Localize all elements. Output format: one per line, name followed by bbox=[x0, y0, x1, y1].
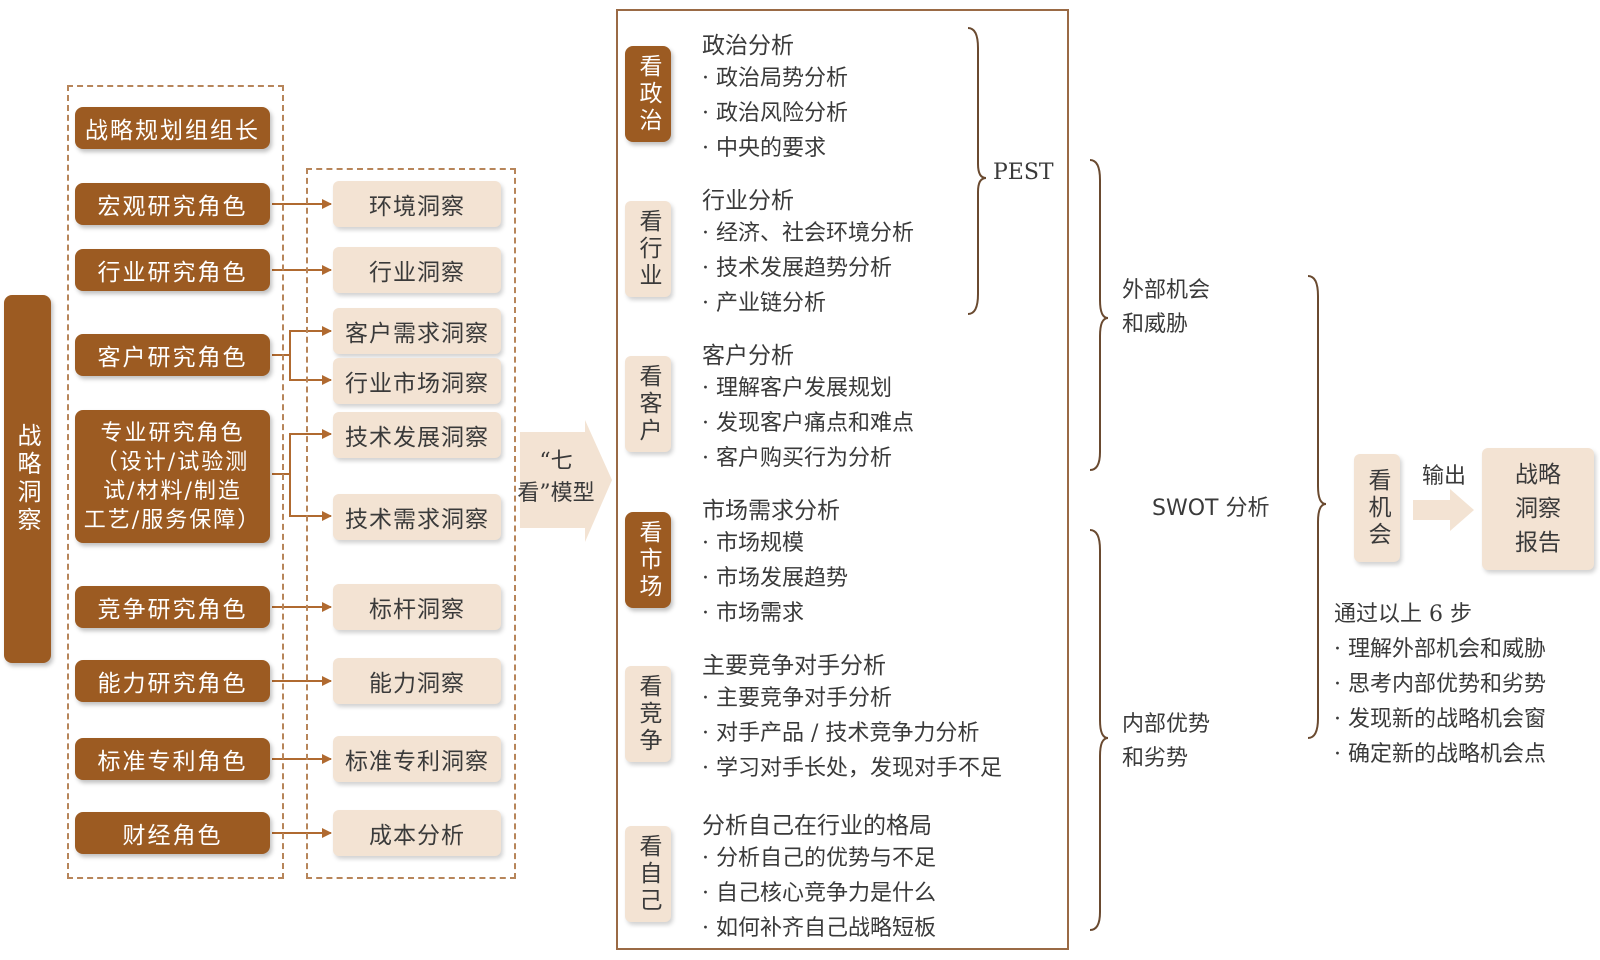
section-customer-item-1: 理解客户发展规划 bbox=[702, 370, 892, 402]
output-arrow-shape bbox=[1413, 489, 1474, 531]
section-self-item-3: 如何补齐自己战略短板 bbox=[702, 910, 936, 942]
report-line-1: 战略 bbox=[1515, 462, 1561, 488]
insight-environment: 环境洞察 bbox=[333, 181, 501, 227]
summary-item-1: · 理解外部机会和威胁 bbox=[1334, 631, 1546, 663]
external-brace bbox=[1089, 159, 1109, 471]
section-competition-item-3: 学习对手长处，发现对手不足 bbox=[702, 750, 1002, 782]
section-customer-item-2: 发现客户痛点和难点 bbox=[702, 405, 914, 437]
external-label: 外部机会 和威胁 bbox=[1122, 274, 1210, 342]
internal-label-line-2: 和劣势 bbox=[1122, 746, 1189, 771]
section-politics-item-1: 政治局势分析 bbox=[702, 60, 848, 92]
report-line-2: 洞察 bbox=[1515, 496, 1561, 522]
external-label-line-1: 外部机会 bbox=[1122, 278, 1211, 303]
tag-competition: 看竞争 bbox=[625, 666, 671, 762]
role-competition: 竞争研究角色 bbox=[75, 586, 270, 628]
swot-brace bbox=[1307, 275, 1327, 739]
section-competition-title: 主要竞争对手分析 bbox=[702, 653, 886, 679]
role-customer: 客户研究角色 bbox=[75, 334, 270, 376]
role-professional-sub-3: 工艺/服务保障） bbox=[83, 507, 262, 533]
section-customer-title: 客户分析 bbox=[702, 343, 794, 369]
summary-item-4-text: 确定新的战略机会点 bbox=[1348, 742, 1547, 767]
section-market-item-3: 市场需求 bbox=[702, 595, 804, 627]
summary-bullet: · bbox=[1334, 742, 1348, 767]
insight-capability: 能力洞察 bbox=[333, 658, 501, 704]
pest-brace bbox=[967, 27, 987, 315]
summary-item-2-text: 思考内部优势和劣势 bbox=[1348, 672, 1547, 697]
role-professional-label: 专业研究角色 bbox=[100, 420, 245, 446]
role-patent: 标准专利角色 bbox=[75, 738, 270, 780]
roles-group bbox=[67, 85, 284, 879]
role-industry: 行业研究角色 bbox=[75, 249, 270, 291]
section-market-item-2: 市场发展趋势 bbox=[702, 560, 848, 592]
internal-brace bbox=[1089, 529, 1109, 931]
tag-opportunity: 看机会 bbox=[1354, 454, 1400, 562]
report-box: 战略 洞察 报告 bbox=[1482, 448, 1594, 570]
report-line-3: 报告 bbox=[1515, 530, 1561, 556]
swot-label: SWOT 分析 bbox=[1152, 496, 1270, 521]
pest-label: PEST bbox=[993, 160, 1054, 185]
tag-customer: 看客户 bbox=[625, 356, 671, 452]
section-customer-item-3: 客户购买行为分析 bbox=[702, 440, 892, 472]
section-industry-item-3: 产业链分析 bbox=[702, 285, 826, 317]
insight-tech-development: 技术发展洞察 bbox=[333, 412, 501, 458]
model-label: “七看”模型 bbox=[517, 449, 595, 506]
summary-item-3: · 发现新的战略机会窗 bbox=[1334, 701, 1546, 733]
summary-item-2: · 思考内部优势和劣势 bbox=[1334, 666, 1546, 698]
summary-title: 通过以上 6 步 bbox=[1334, 602, 1472, 627]
internal-label: 内部优势 和劣势 bbox=[1122, 708, 1210, 776]
tag-market: 看市场 bbox=[625, 512, 671, 608]
seven-look-frame bbox=[616, 9, 1069, 950]
section-politics-item-2: 政治风险分析 bbox=[702, 95, 848, 127]
section-politics-item-3: 中央的要求 bbox=[702, 130, 826, 162]
insights-group bbox=[306, 168, 516, 879]
insight-benchmark: 标杆洞察 bbox=[333, 584, 501, 630]
role-professional-sub-2: 试/材料/制造 bbox=[103, 478, 242, 504]
section-self-title: 分析自己在行业的格局 bbox=[702, 813, 932, 839]
summary-bullet: · bbox=[1334, 637, 1348, 662]
insight-cost: 成本分析 bbox=[333, 810, 501, 856]
summary-item-1-text: 理解外部机会和威胁 bbox=[1348, 637, 1547, 662]
summary-item-3-text: 发现新的战略机会窗 bbox=[1348, 707, 1547, 732]
section-competition-item-1: 主要竞争对手分析 bbox=[702, 680, 892, 712]
section-self-item-1: 分析自己的优势与不足 bbox=[702, 840, 936, 872]
external-label-line-2: 和威胁 bbox=[1122, 312, 1189, 337]
insight-industry-market: 行业市场洞察 bbox=[333, 358, 501, 404]
section-industry-title: 行业分析 bbox=[702, 188, 794, 214]
root-strategic-insight: 战略洞察 bbox=[4, 295, 51, 663]
section-market-title: 市场需求分析 bbox=[702, 498, 840, 524]
role-macro: 宏观研究角色 bbox=[75, 183, 270, 225]
tag-industry: 看行业 bbox=[625, 201, 671, 297]
section-politics-title: 政治分析 bbox=[702, 33, 794, 59]
section-industry-item-1: 经济、社会环境分析 bbox=[702, 215, 914, 247]
model-arrow-shape bbox=[520, 420, 612, 542]
summary-bullet: · bbox=[1334, 672, 1348, 697]
section-self-item-2: 自己核心竞争力是什么 bbox=[702, 875, 936, 907]
insight-tech-demand: 技术需求洞察 bbox=[333, 494, 501, 540]
role-professional-sub-1: （设计/试验测 bbox=[95, 449, 250, 475]
tag-self: 看自己 bbox=[625, 826, 671, 922]
section-industry-item-2: 技术发展趋势分析 bbox=[702, 250, 892, 282]
internal-label-line-1: 内部优势 bbox=[1122, 712, 1211, 737]
section-competition-item-2: 对手产品 / 技术竞争力分析 bbox=[702, 715, 979, 747]
section-market-item-1: 市场规模 bbox=[702, 525, 804, 557]
insight-customer-demand: 客户需求洞察 bbox=[333, 308, 501, 354]
role-strategy-lead: 战略规划组组长 bbox=[75, 107, 270, 149]
tag-politics: 看政治 bbox=[625, 46, 671, 142]
summary-item-4: · 确定新的战略机会点 bbox=[1334, 736, 1546, 768]
role-professional: 专业研究角色 （设计/试验测 试/材料/制造 工艺/服务保障） bbox=[75, 410, 270, 543]
output-label: 输出 bbox=[1422, 464, 1467, 489]
insight-patent: 标准专利洞察 bbox=[333, 736, 501, 782]
summary-bullet: · bbox=[1334, 707, 1348, 732]
insight-industry: 行业洞察 bbox=[333, 247, 501, 293]
role-finance: 财经角色 bbox=[75, 812, 270, 854]
role-capability: 能力研究角色 bbox=[75, 660, 270, 702]
